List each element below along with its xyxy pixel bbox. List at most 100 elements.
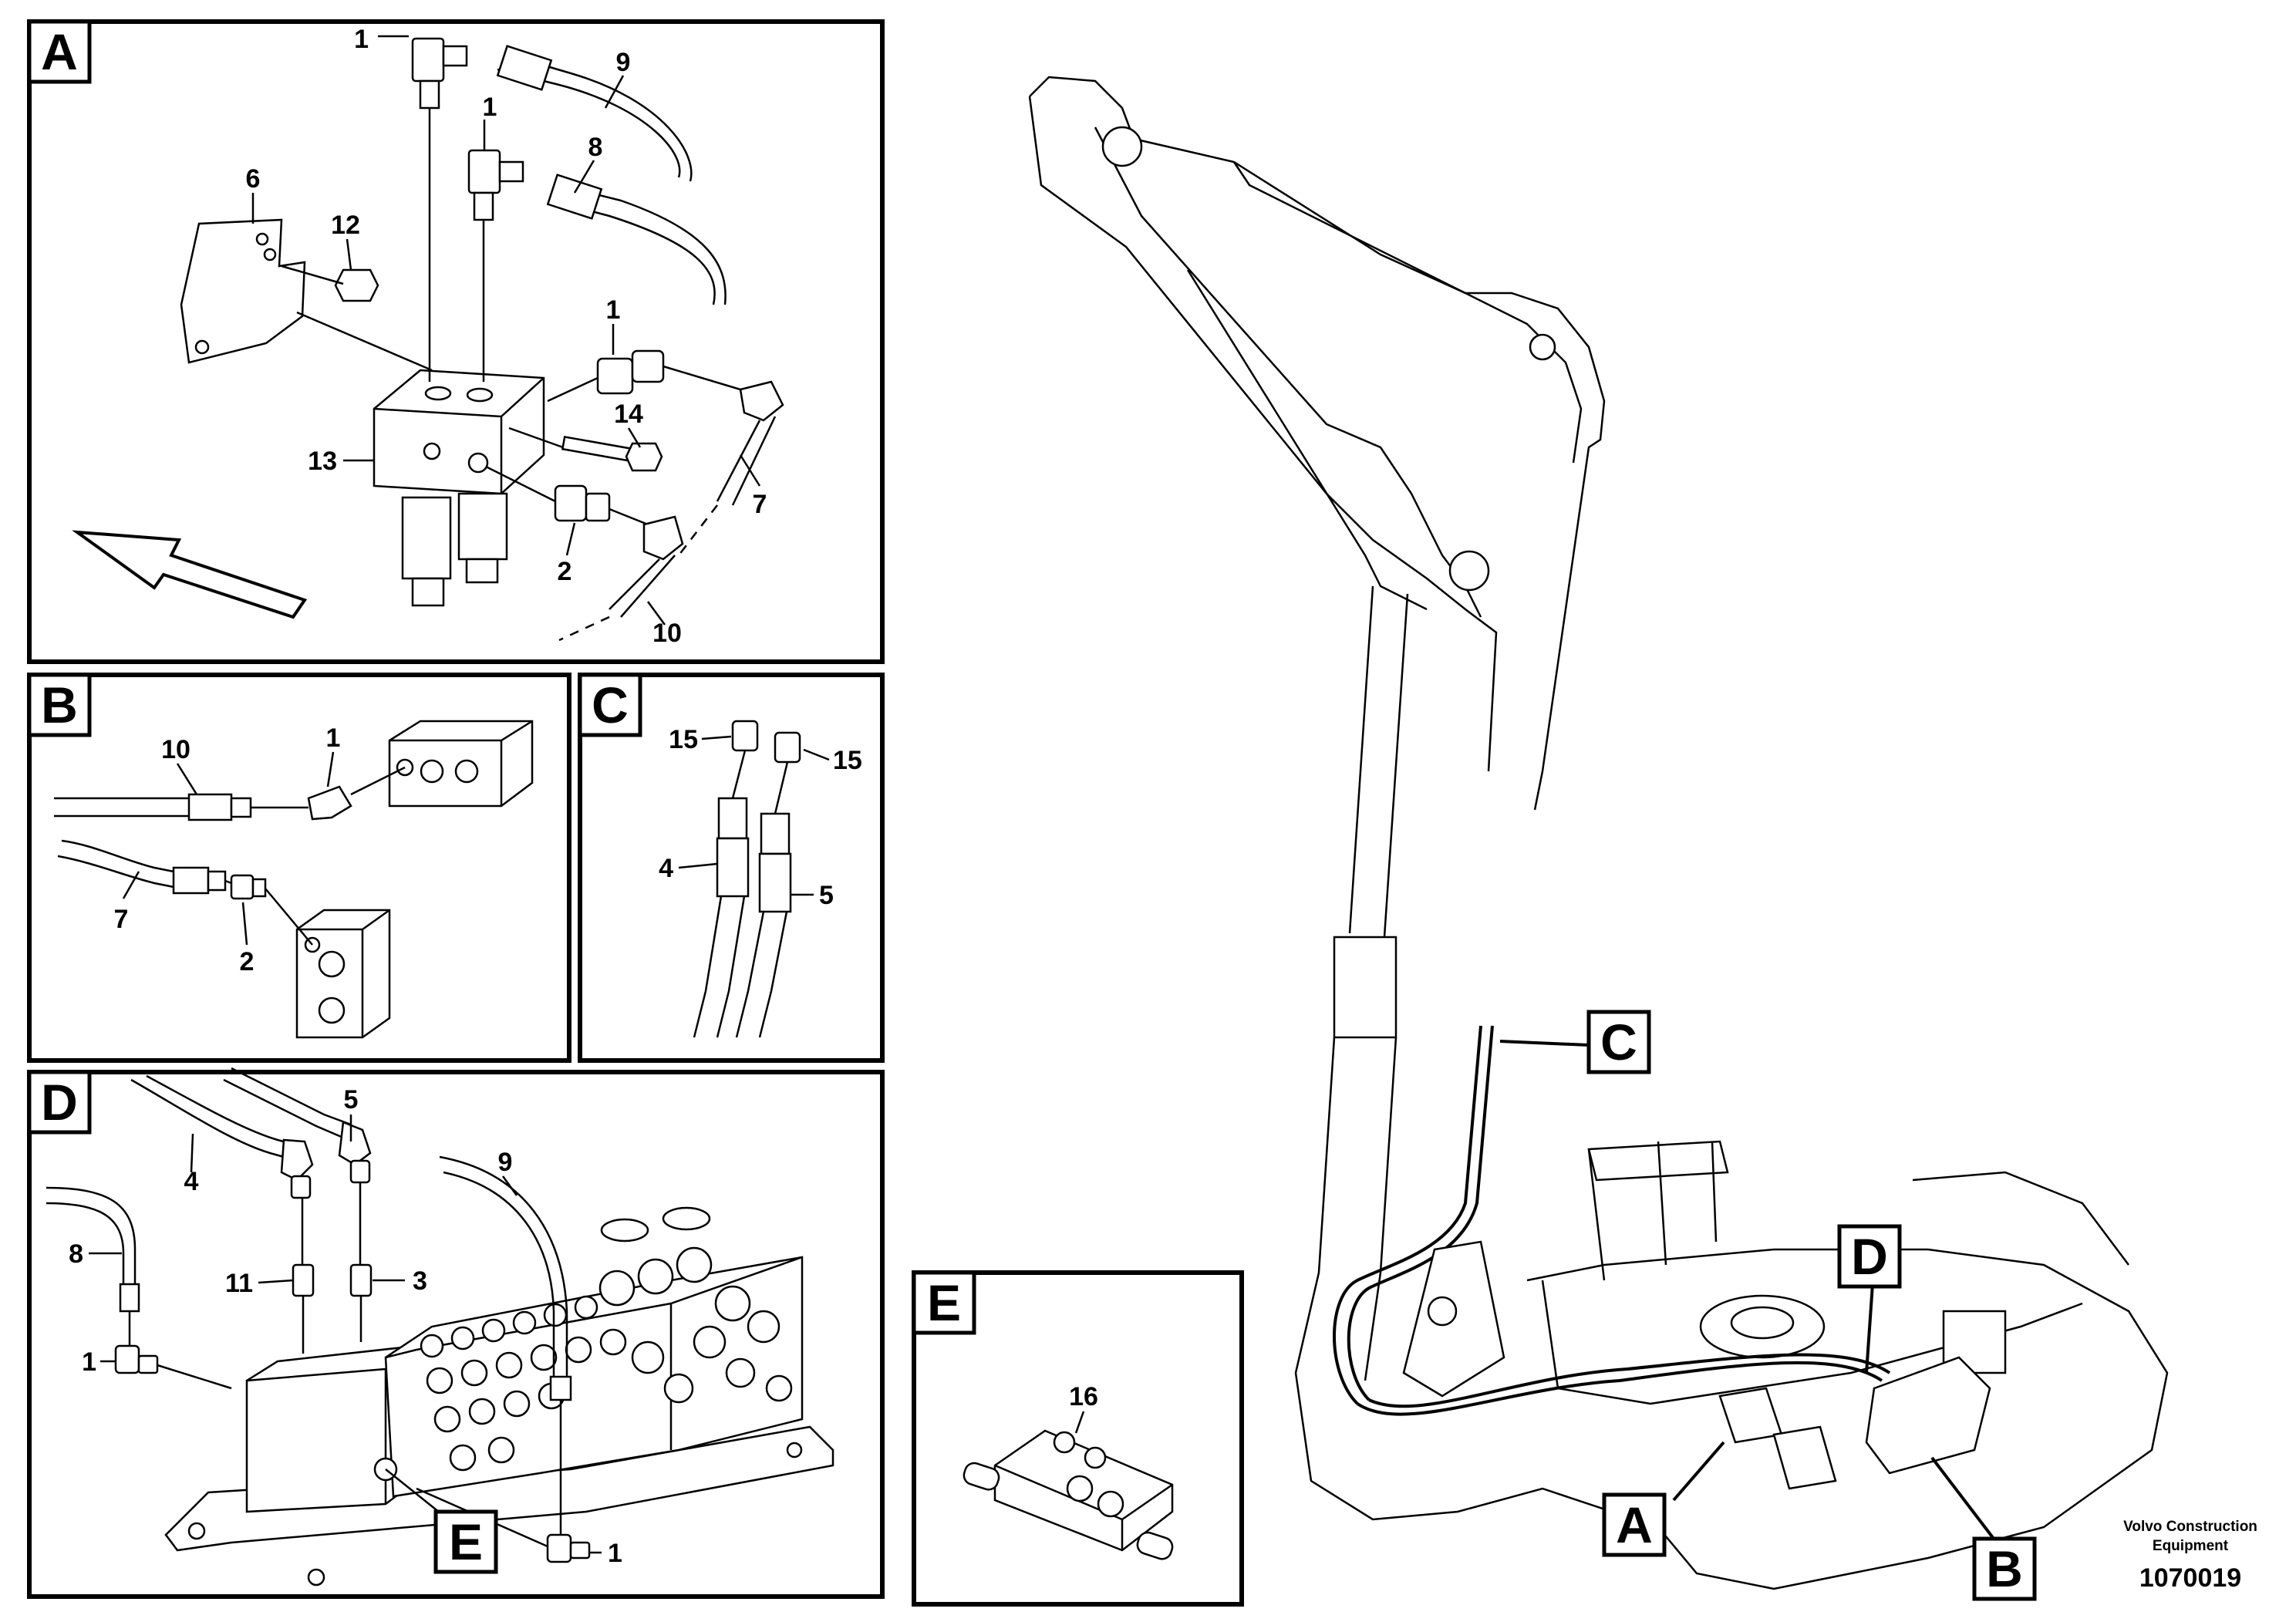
bolt-head	[334, 268, 379, 302]
boom-pin	[1448, 550, 1490, 592]
callout-5: 5	[344, 1085, 359, 1114]
hose-5-nut	[760, 812, 791, 855]
hydraulic-tube	[1347, 1025, 1494, 1401]
adapter-fitting	[230, 874, 255, 900]
boom-foot-pin	[1427, 1296, 1458, 1327]
bracket-hole	[255, 232, 269, 246]
cartridge	[401, 496, 452, 580]
callout-1: 1	[606, 295, 621, 325]
hose-4-nut	[290, 1175, 312, 1199]
leader	[122, 871, 140, 899]
panel-a-frame	[27, 19, 885, 664]
callout-15: 15	[833, 746, 862, 775]
assembly-line	[224, 879, 232, 885]
callout-8: 8	[69, 1239, 83, 1269]
elbow-fitting	[596, 357, 634, 395]
port	[423, 442, 441, 460]
boom-pin	[1101, 126, 1143, 167]
callout-15: 15	[669, 725, 698, 754]
assembly-line	[508, 427, 564, 449]
panel-d-tag-box	[27, 1070, 92, 1135]
callout-11: 11	[225, 1269, 253, 1298]
hose-5-ferrule	[758, 852, 792, 913]
valve-block-overview	[1772, 1425, 1837, 1490]
hose-10	[54, 797, 189, 818]
spool-end	[1136, 1531, 1174, 1560]
hose-5-nut	[349, 1159, 371, 1184]
leader	[1499, 1040, 1590, 1047]
overview-d-label: D	[1851, 1228, 1888, 1285]
hose-8	[46, 1186, 137, 1303]
boom-cylinder-collar	[1333, 936, 1397, 1039]
leader	[1930, 1456, 1995, 1540]
port	[1097, 1490, 1124, 1518]
hose-4-nut	[717, 797, 748, 840]
hose-8-edge	[558, 184, 727, 305]
hose-7-ferrule	[172, 866, 210, 895]
frame-plate-edge	[1541, 1280, 2083, 1405]
hose-4-ferrule	[280, 1138, 314, 1182]
assembly-line	[663, 365, 741, 391]
hydraulic-hose	[1356, 1361, 1883, 1416]
leader	[678, 862, 718, 869]
direction-arrow	[72, 530, 308, 619]
bolt-head	[625, 442, 663, 472]
adapter-fitting-nut	[585, 492, 611, 522]
hose-7-nut	[739, 380, 784, 422]
leader	[326, 751, 335, 787]
boom-inner-edge	[1186, 269, 1428, 611]
panel-e-frame	[912, 1270, 1244, 1607]
hose-8-ferrule	[119, 1283, 140, 1313]
assembly-line	[485, 465, 556, 503]
hose-10	[609, 555, 676, 618]
hose-8-ferrule	[546, 174, 603, 220]
leader	[258, 1279, 294, 1284]
leader	[739, 454, 761, 487]
panel-a: A	[27, 19, 885, 664]
leader	[1672, 1441, 1725, 1502]
boom-pin	[1529, 333, 1556, 361]
panel-d: D	[27, 1067, 885, 1599]
panel-c-tag-box	[578, 673, 642, 737]
leader	[346, 238, 352, 271]
port	[318, 996, 346, 1024]
callout-5: 5	[819, 881, 834, 910]
port	[420, 759, 444, 784]
callout-12: 12	[331, 211, 360, 240]
port	[1053, 1431, 1076, 1454]
hose-5-ferrule	[338, 1121, 372, 1166]
assembly-line	[265, 888, 313, 946]
hose-7	[57, 839, 174, 889]
spool-end	[963, 1462, 1000, 1491]
panel-b-tag: B	[41, 676, 78, 733]
callout-10: 10	[652, 619, 682, 648]
overview-b-box	[1972, 1536, 2037, 1601]
hydraulic-hose	[1368, 1353, 1891, 1408]
elbow-fitting-nut	[498, 160, 524, 183]
hose-7-continuation	[678, 504, 718, 556]
leader	[803, 748, 830, 761]
hose-10-nut	[642, 515, 684, 561]
callout-2: 2	[240, 947, 255, 976]
elbow-fitting-nut	[442, 45, 468, 67]
leader	[646, 601, 666, 626]
leader	[573, 160, 595, 194]
callout-14: 14	[614, 400, 643, 429]
callout-16: 16	[1069, 1382, 1098, 1411]
hose-10-nut	[230, 797, 252, 818]
hose-10-ferrule	[187, 793, 233, 821]
overview-d-box	[1837, 1224, 1902, 1289]
doc-number: 1070019	[2139, 1563, 2241, 1593]
boom-inner-edge	[1094, 126, 1482, 618]
assembly-line	[281, 265, 344, 285]
leader	[385, 1469, 444, 1516]
valve-block-overview	[1718, 1387, 1783, 1444]
adapter-fitting	[292, 1263, 315, 1297]
adapter-fitting	[554, 484, 588, 522]
leader	[701, 735, 732, 740]
valve-block-edges	[389, 720, 533, 806]
callout-9: 9	[498, 1148, 513, 1177]
callout-10: 10	[161, 735, 190, 764]
mounting-bolt	[187, 1522, 206, 1540]
